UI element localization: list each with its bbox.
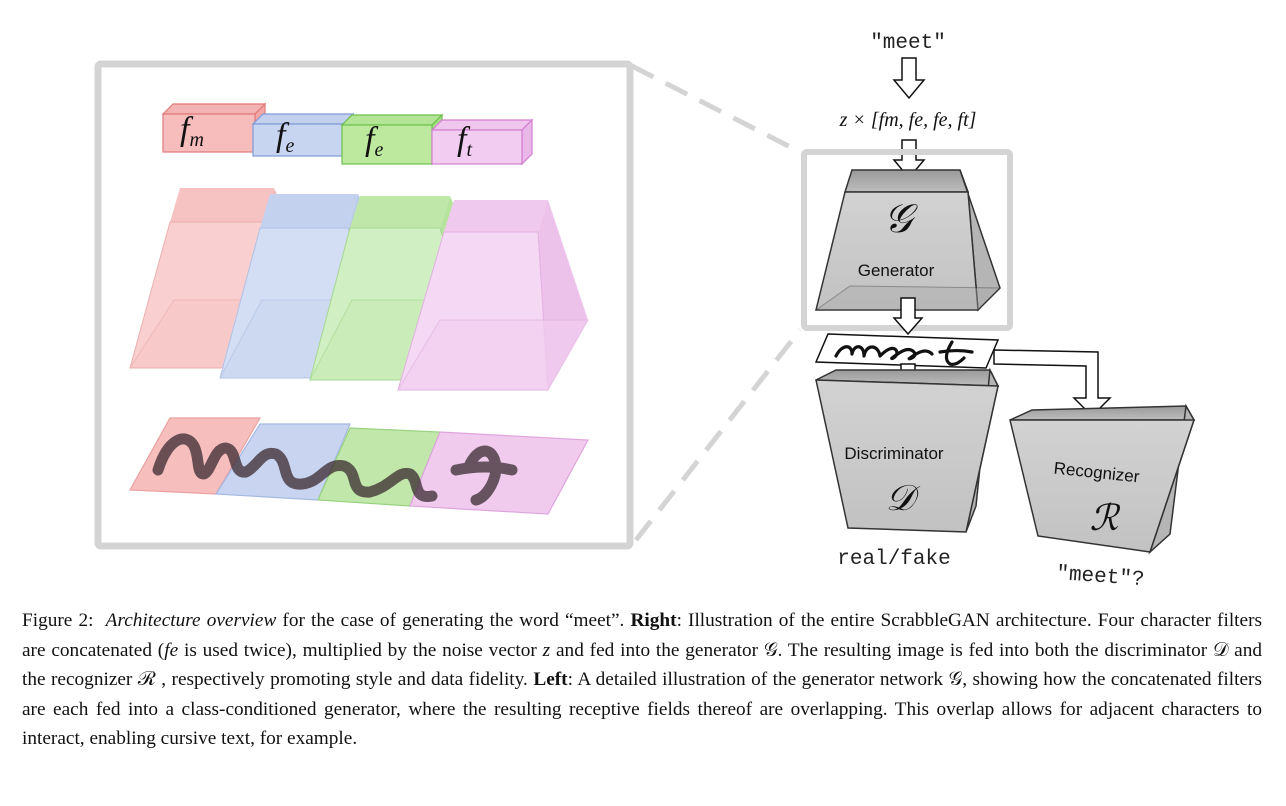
caption-left: Left [533,669,568,690]
left-detail-panel: fm fe fe ft [94,60,802,550]
arrow-generator-to-image [892,297,924,336]
caption-title: Architecture overview [105,610,277,631]
caption-z: z [542,639,551,661]
right-pipeline: "meet" z × [fm, fe, fe, ft] 𝒢 Generator [801,32,1196,590]
caption-text-2: : Illustration of the entire ScrabbleGAN… [22,610,1263,661]
receptive-fields [129,188,589,391]
arrow-image-to-recognizer [993,349,1112,418]
generated-image [814,333,1000,369]
input-word-label: "meet" [870,32,946,55]
recognizer-block [1009,403,1196,555]
caption-fe: fe [164,639,179,661]
figure-caption: Figure 2: Architecture overview for the … [22,606,1262,754]
arrow-noise-to-generator [892,139,926,180]
filter-fe-1 [251,112,355,158]
arrow-input-to-noise [892,57,926,100]
discriminator-label: Discriminator [844,444,944,463]
caption-text-3: is used twice), multiplied by the noise … [178,639,543,661]
caption-text-4: and fed into the generator 𝒢. The result… [22,639,1262,691]
caption-text-1: for the case of generating the word “mee… [276,610,631,631]
recognizer-symbol: ℛ [1090,498,1121,538]
generator-block [814,169,1002,312]
generator-label: Generator [858,261,935,280]
filter-ft [430,118,534,166]
architecture-figure: fm fe fe ft [94,32,1196,590]
discriminator-output: real/fake [837,548,950,571]
caption-right: Right [630,610,677,631]
recognizer-output: "meet"? [1056,563,1146,590]
handwriting-meet [152,433,518,506]
caption-label: Figure 2: [22,610,94,631]
receptive-field-t [397,200,589,391]
discriminator-block [815,367,1000,533]
noise-expression: z × [fm, fe, fe, ft] [839,109,977,131]
filter-fe-2 [340,113,444,166]
filter-slabs [161,102,534,166]
caption-text-5: : A detailed illustration of the generat… [22,669,1262,749]
filter-fm [161,102,267,154]
